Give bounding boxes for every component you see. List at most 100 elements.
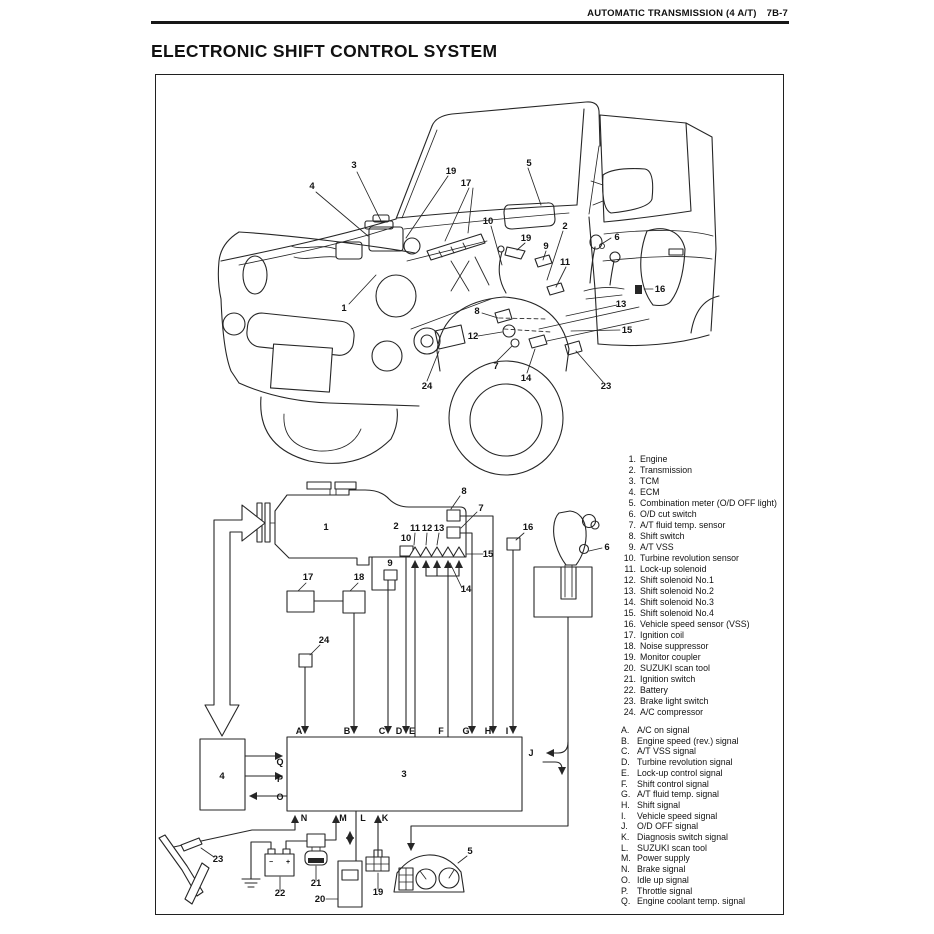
legend-item: N.Brake signal — [621, 864, 745, 875]
legend-key: 7. — [628, 520, 636, 530]
legend-item: 17.Ignition coil — [619, 630, 777, 641]
signal-letter-N: N — [301, 813, 308, 823]
legend-label: Shift solenoid No.1 — [640, 575, 714, 585]
schematic-label-4: 4 — [219, 771, 225, 782]
legend-label: Shift signal — [637, 799, 681, 810]
schematic-label-21: 21 — [311, 878, 322, 889]
car-callout-9: 9 — [543, 241, 548, 252]
car-callout-16: 16 — [655, 284, 666, 295]
meter-needles — [419, 869, 455, 880]
schematic-label-5: 5 — [467, 846, 473, 857]
hidden-part-line-1 — [498, 317, 548, 320]
legend-label: Engine speed (rev.) signal — [637, 735, 739, 746]
ac-compressor-hub — [420, 334, 434, 348]
scan-tool-screen — [341, 869, 359, 881]
legend-label: Battery — [640, 685, 668, 695]
engine-top-tab-left — [306, 481, 332, 490]
fascia-left-edge — [217, 231, 240, 384]
car-callout-23: 23 — [601, 381, 612, 392]
seat-outline — [640, 228, 686, 307]
legend-item: 19.Monitor coupler — [619, 652, 777, 663]
transmission-lower-housing — [371, 556, 396, 591]
legend-key: 2. — [628, 465, 636, 475]
signal-letter-F: F — [438, 726, 444, 736]
fluid-temp-square — [446, 526, 461, 539]
at-vss-part — [534, 254, 553, 268]
throttle-cables — [290, 245, 337, 259]
legend-label: A/T fluid temp. sensor — [640, 520, 726, 530]
legend-key: N. — [621, 864, 630, 875]
battery-terminal-neg — [267, 848, 276, 855]
schematic-label-23: 23 — [213, 854, 224, 865]
rear-wheel-arch — [690, 295, 720, 334]
legend-key: 15. — [623, 608, 636, 618]
legend-item: 16.Vehicle speed sensor (VSS) — [619, 619, 777, 630]
legend-key: 13. — [623, 586, 636, 596]
legend-label: Ignition coil — [640, 630, 685, 640]
legend-item: 6.O/D cut switch — [619, 509, 777, 520]
car-callout-17: 17 — [461, 178, 472, 189]
engine-outline — [274, 489, 467, 566]
front-left-tire — [260, 396, 398, 464]
right-headlight — [375, 274, 417, 318]
j-arrow-out — [542, 761, 567, 776]
signal-letter-K: K — [382, 813, 389, 823]
dipstick-tube — [498, 251, 507, 294]
legend-key: E. — [621, 767, 630, 778]
car-callout-5: 5 — [526, 158, 532, 169]
beltline — [603, 230, 714, 237]
vehicle-illustration — [217, 101, 720, 476]
vss-bolt-part — [635, 285, 642, 294]
legend-key: 21. — [623, 674, 636, 684]
hood-front-edge — [238, 231, 416, 254]
signal-letter-G: G — [462, 726, 469, 736]
shifter-housing — [533, 566, 593, 618]
car-callout-1: 1 — [341, 303, 347, 314]
solenoid-triangle-1 — [408, 546, 422, 558]
page-header: AUTOMATIC TRANSMISSION (4 A/T) 7B-7 — [152, 8, 788, 19]
schematic-label-16: 16 — [523, 522, 534, 533]
signal-letter-I: I — [506, 726, 509, 736]
legend-key: Q. — [621, 896, 631, 907]
callout-leaders — [315, 167, 654, 383]
schematic-label-3: 3 — [401, 769, 406, 780]
solenoid-triangle-5 — [452, 546, 466, 558]
legend-key: I. — [621, 810, 626, 821]
legend-key: P. — [621, 885, 629, 896]
page-title: ELECTRONIC SHIFT CONTROL SYSTEM — [151, 41, 498, 61]
engine-top-tab-right — [334, 481, 357, 490]
legend-item: 9.A/T VSS — [619, 542, 777, 553]
shift-solenoid1-part — [502, 324, 516, 338]
shifter-button-top2 — [590, 520, 600, 530]
j-arrow-in — [545, 741, 569, 758]
license-plate — [269, 343, 334, 393]
legend-label: Shift solenoid No.3 — [640, 597, 714, 607]
car-callout-14: 14 — [521, 373, 532, 384]
ac-compressor-body — [434, 324, 466, 350]
legend-item: H.Shift signal — [621, 800, 745, 811]
ignition-switch-hatch — [308, 858, 324, 863]
legend-key: 24. — [623, 707, 636, 717]
ignition-switch-box — [306, 833, 326, 848]
header-section-title: AUTOMATIC TRANSMISSION (4 A/T) — [587, 8, 757, 19]
schematic — [158, 481, 603, 908]
signal-letter-C: C — [379, 726, 386, 736]
meter-housing — [393, 854, 465, 893]
car-callout-7: 7 — [493, 361, 498, 372]
solenoid-triangle-3 — [430, 546, 444, 558]
car-callout-12: 12 — [468, 331, 479, 342]
legend-key: 5. — [628, 498, 636, 508]
legend-item: B.Engine speed (rev.) signal — [621, 736, 745, 747]
header-page-number: 7B-7 — [766, 8, 788, 19]
legend-item: E.Lock-up control signal — [621, 768, 745, 779]
cowl-vent-line — [403, 212, 570, 230]
schematic-leaders — [200, 495, 603, 900]
battery-positive-wire — [285, 840, 308, 850]
battery-ground-wire — [250, 841, 272, 880]
legend-item: F.Shift control signal — [621, 779, 745, 790]
cowl-line — [396, 204, 578, 219]
left-fog-light — [222, 312, 246, 336]
signal-line-M — [324, 814, 341, 841]
